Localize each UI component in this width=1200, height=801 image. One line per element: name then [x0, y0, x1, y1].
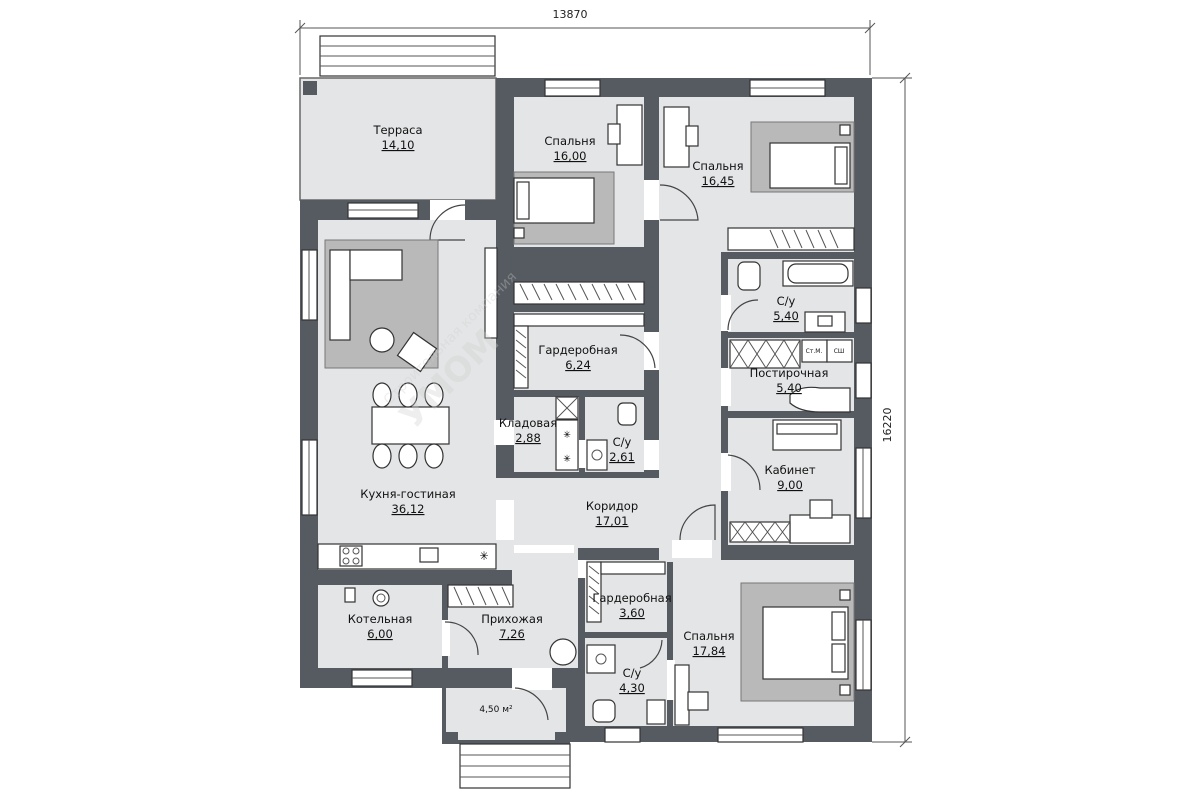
- bath2-area: 2,61: [609, 450, 635, 464]
- bedroom3-label: Спальня: [683, 629, 734, 643]
- bath3-fixtures: [586, 644, 666, 725]
- hall-area: 7,26: [499, 627, 525, 641]
- porch-floor: [446, 688, 566, 740]
- kitchen-fan-icon: ✳: [479, 549, 488, 563]
- bedroom2-label: Спальня: [692, 159, 743, 173]
- porch-steps: [459, 743, 571, 789]
- wardrobe2-area: 3,60: [619, 606, 645, 620]
- bedroom1-label: Спальня: [544, 134, 595, 148]
- bedroom2-area: 16,45: [702, 174, 735, 188]
- wardrobe2-label: Гардеробная: [592, 591, 671, 605]
- corridor-area: 17,01: [596, 514, 629, 528]
- wardrobe2-fixtures: [586, 561, 666, 623]
- bedroom3-furniture: [674, 582, 855, 726]
- laundry-fixtures: [729, 339, 853, 413]
- bedroom1-area: 16,00: [554, 149, 587, 163]
- wardrobe1-label: Гардеробная: [538, 343, 617, 357]
- bath3-label: С/у: [623, 666, 642, 680]
- bedroom3-area: 17,84: [693, 644, 726, 658]
- bedroom2-furniture: [663, 106, 855, 251]
- corridor-label: Коридор: [586, 499, 638, 513]
- boiler-area: 6,00: [367, 627, 393, 641]
- dimension-lines: [294, 20, 912, 748]
- windows: [301, 79, 872, 743]
- wardrobe1-area: 6,24: [565, 358, 591, 372]
- doors: [429, 180, 761, 721]
- laundry-label: Постирочная: [750, 366, 829, 380]
- bath1-area: 5,40: [773, 309, 799, 323]
- boiler-fixtures: [344, 587, 390, 607]
- pantry-area: 2,88: [515, 431, 541, 445]
- bedroom1-furniture: [513, 104, 645, 305]
- height-dimension: 16220: [881, 408, 894, 443]
- pantry-label: Кладовая: [499, 416, 557, 430]
- terrace-post: [303, 81, 317, 95]
- pantry-fan-icon: ✳: [563, 430, 571, 441]
- terrace-floor: [300, 78, 496, 200]
- laundry-area: 5,40: [776, 381, 802, 395]
- living-furniture: [317, 239, 498, 570]
- office-area: 9,00: [777, 478, 803, 492]
- office-label: Кабинет: [764, 463, 815, 477]
- terrace-label: Терраса: [372, 123, 422, 137]
- hall-label: Прихожая: [481, 612, 543, 626]
- bath2-fixtures: [586, 402, 637, 471]
- boiler-label: Котельная: [348, 612, 413, 626]
- kitchen-living-area: 36,12: [392, 502, 425, 516]
- porch-area: 4,50 м²: [479, 705, 513, 715]
- bath2-label: С/у: [613, 435, 632, 449]
- bath1-fixtures: [737, 260, 854, 333]
- terrace-steps: [319, 35, 496, 77]
- pantry-fixtures: [555, 396, 579, 471]
- office-furniture: [729, 419, 851, 544]
- width-dimension: 13870: [553, 8, 588, 21]
- pantry-fan-icon-2: ✳: [563, 454, 571, 465]
- hall-fixtures: [447, 584, 577, 666]
- terrace-area: 14,10: [382, 138, 415, 152]
- wardrobe1-fixtures: [513, 313, 645, 389]
- bath1-label: С/у: [777, 294, 796, 308]
- bath3-area: 4,30: [619, 681, 645, 695]
- dryer-label: СШ: [834, 348, 845, 355]
- kitchen-living-label: Кухня-гостиная: [360, 487, 455, 501]
- room-labels: Терраса 14,10 Спальня 16,00 Спальня 16,4…: [348, 123, 829, 715]
- washer-label: Ст.М.: [806, 348, 823, 355]
